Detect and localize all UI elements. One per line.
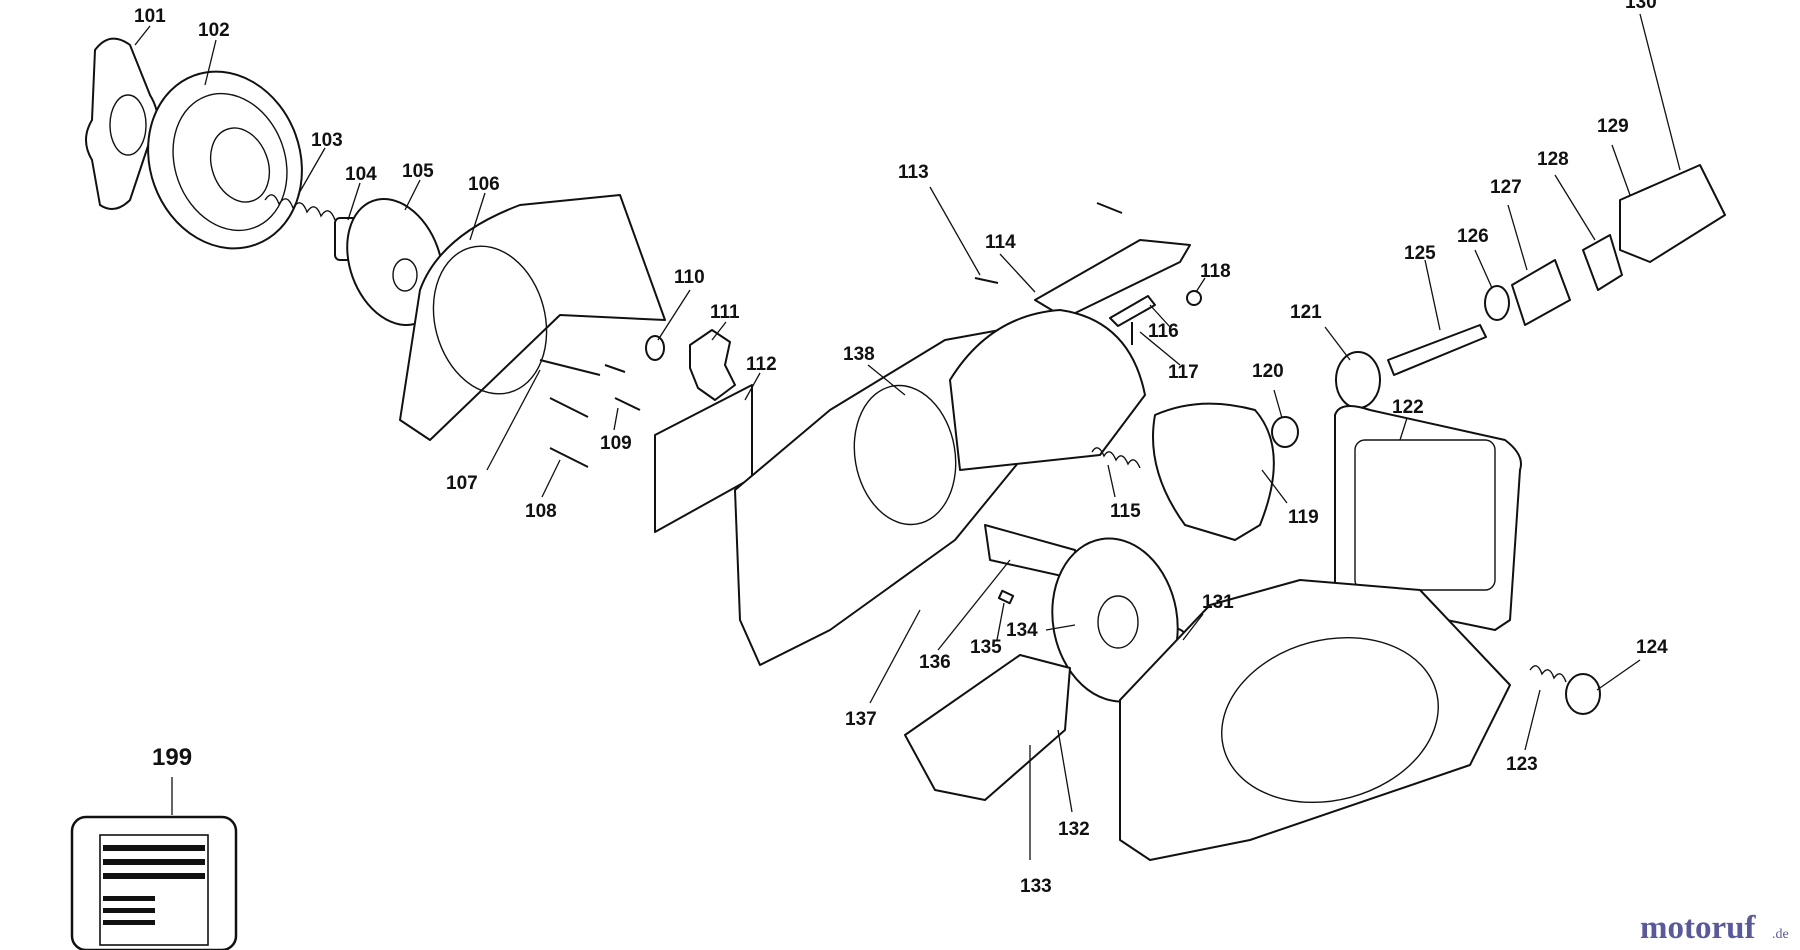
label-104: 104: [345, 164, 377, 185]
part-103-spring: [264, 194, 336, 221]
part-199-kit-box: [70, 815, 238, 950]
label-120: 120: [1252, 361, 1284, 382]
part-122-field-housing: [1334, 405, 1522, 631]
part-119-bracket: [1152, 402, 1275, 541]
label-125: 125: [1404, 243, 1436, 264]
label-118: 118: [1200, 261, 1231, 282]
label-119: 119: [1288, 507, 1319, 528]
label-131: 131: [1202, 592, 1234, 613]
label-108: 108: [525, 501, 557, 522]
label-110: 110: [674, 267, 705, 288]
part-107-bolt: [539, 359, 601, 376]
label-111: 111: [710, 302, 740, 323]
label-134: 134: [1006, 620, 1038, 641]
part-135-key: [997, 589, 1015, 605]
label-121: 121: [1290, 302, 1322, 323]
part-101-wing-knob: [85, 37, 159, 210]
label-127: 127: [1490, 177, 1522, 198]
part-113-screw: [974, 277, 999, 284]
part-126-bearing: [1484, 285, 1510, 321]
label-199: 199: [152, 744, 192, 771]
parts-drawing: [85, 37, 1726, 861]
label-109: 109: [600, 433, 632, 454]
label-126: 126: [1457, 226, 1489, 247]
label-129: 129: [1597, 116, 1629, 137]
part-127-magnet: [1511, 259, 1571, 326]
label-116: 116: [1148, 321, 1179, 342]
part-116-clip: [1109, 295, 1156, 327]
label-113: 113: [898, 162, 929, 183]
part-123-spring: [1529, 665, 1567, 683]
part-120-bushing: [1271, 416, 1299, 448]
watermark-logo: motoruf .de: [1640, 910, 1789, 946]
label-115: 115: [1110, 501, 1141, 522]
part-118-o-ring: [1186, 290, 1202, 306]
label-133: 133: [1020, 876, 1052, 897]
part-102-clamp-ring: [147, 70, 303, 250]
label-117: 117: [1168, 362, 1199, 383]
label-124: 124: [1636, 637, 1668, 658]
watermark-brand: motoruf: [1640, 910, 1756, 946]
part-109-screw: [614, 397, 641, 411]
leader-lines: [134, 13, 1681, 860]
watermark-suffix: .de: [1772, 927, 1789, 942]
label-132: 132: [1058, 819, 1090, 840]
label-128: 128: [1537, 149, 1569, 170]
part-111-star-coupling: [689, 329, 736, 401]
part-121-pinion: [1335, 351, 1381, 409]
part-motor-shroud: [1119, 579, 1511, 861]
label-107: 107: [446, 473, 478, 494]
label-106: 106: [468, 174, 500, 195]
label-130: 130: [1625, 0, 1657, 13]
part-125-armature-shaft: [1387, 324, 1487, 376]
label-136: 136: [919, 652, 951, 673]
label-135: 135: [970, 637, 1002, 658]
part-108-screw: [549, 447, 589, 468]
label-102: 102: [198, 20, 230, 41]
label-122: 122: [1392, 397, 1424, 418]
label-103: 103: [311, 130, 343, 151]
part-124-cap: [1565, 673, 1601, 715]
part-129-130-end-cap: [1619, 164, 1726, 263]
part-115-spring: [1091, 447, 1141, 469]
label-105: 105: [402, 161, 434, 182]
part-128-end-plate: [1582, 234, 1623, 291]
label-101: 101: [134, 6, 166, 27]
part-110-retaining-ring: [645, 335, 665, 361]
label-123: 123: [1506, 754, 1538, 775]
part-114-top-cover: [1034, 239, 1191, 319]
part-106-guard-housing: [399, 194, 666, 441]
label-112: 112: [746, 354, 777, 375]
part-labels: 101 102 103 104 105 106 107 108 109 110 …: [134, 0, 1668, 897]
label-138: 138: [843, 344, 875, 365]
part-132-lower-housing: [904, 654, 1071, 801]
label-114: 114: [985, 232, 1016, 253]
label-137: 137: [845, 709, 877, 730]
